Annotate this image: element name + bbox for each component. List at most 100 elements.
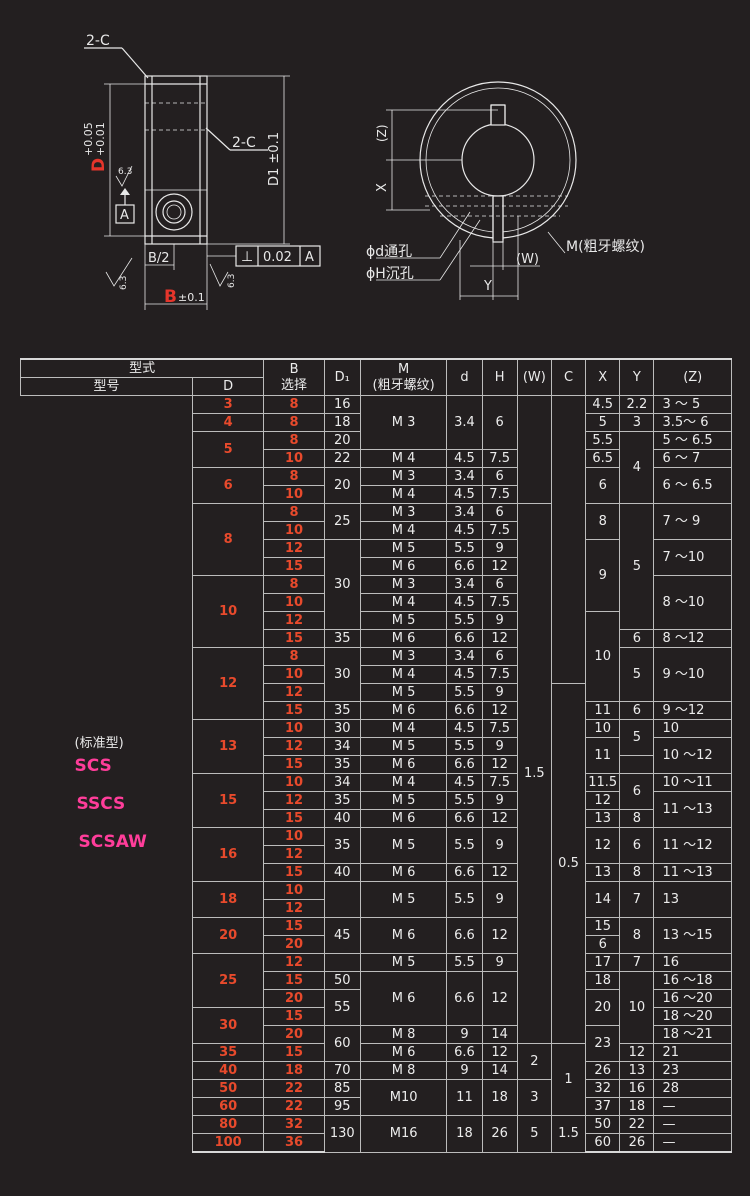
x-cell: 12 bbox=[585, 827, 621, 864]
z-cell: 7 ～10 bbox=[653, 539, 732, 576]
dim-b-half-label: B/2 bbox=[148, 251, 170, 266]
y-cell: 12 bbox=[619, 1043, 655, 1062]
b-cell: 8 bbox=[263, 503, 325, 522]
y-cell: 6 bbox=[619, 701, 655, 720]
d-cell: 25 bbox=[191, 953, 265, 1008]
small-d-cell: 5.5 bbox=[446, 737, 483, 756]
b-cell: 12 bbox=[263, 791, 325, 810]
d-cell: 3 bbox=[191, 395, 265, 414]
w-cell: 3 bbox=[516, 1079, 552, 1116]
small-d-cell: 5.5 bbox=[446, 791, 483, 810]
through-hole-label: ϕd通孔 bbox=[366, 244, 412, 260]
h-cell: 14 bbox=[481, 1025, 518, 1044]
d1-cell: 34 bbox=[323, 773, 361, 792]
d-cell: 16 bbox=[191, 827, 265, 882]
d-cell: 50 bbox=[191, 1079, 265, 1098]
z-cell: — bbox=[653, 1115, 732, 1134]
h-cell: 9 bbox=[481, 683, 518, 702]
b-cell: 10 bbox=[263, 827, 325, 846]
m-cell: M 3 bbox=[359, 647, 448, 666]
dim-w-label: (W) bbox=[516, 252, 539, 267]
small-d-cell: 5.5 bbox=[446, 881, 483, 918]
d-cell: 60 bbox=[191, 1097, 265, 1116]
b-cell: 8 bbox=[263, 395, 325, 414]
h-cell: 9 bbox=[481, 953, 518, 972]
m-cell: M 8 bbox=[359, 1061, 448, 1080]
m-cell: M 3 bbox=[359, 575, 448, 594]
dim-d-label: D bbox=[89, 158, 109, 172]
w-cell: 2 bbox=[516, 1043, 552, 1080]
m-cell: M 5 bbox=[359, 737, 448, 756]
h-cell: 9 bbox=[481, 791, 518, 810]
w-cell bbox=[516, 395, 552, 504]
x-cell: 5 bbox=[585, 413, 621, 432]
h-cell: 6 bbox=[481, 467, 518, 486]
c-cell bbox=[550, 395, 587, 684]
h-cell: 9 bbox=[481, 827, 518, 864]
m-cell: M 6 bbox=[359, 917, 448, 954]
y-cell: 6 bbox=[619, 827, 655, 864]
standard-type-label: (标准型) bbox=[74, 736, 124, 751]
header-small_d: d bbox=[446, 358, 483, 396]
dim-b-label: B bbox=[164, 287, 177, 307]
b-cell: 12 bbox=[263, 683, 325, 702]
z-cell: 21 bbox=[653, 1043, 732, 1062]
header-m: M(粗牙螺纹) bbox=[359, 358, 448, 396]
b-cell: 15 bbox=[263, 1043, 325, 1062]
small-d-cell: 4.5 bbox=[446, 593, 483, 612]
h-cell: 12 bbox=[481, 755, 518, 774]
y-cell: 4 bbox=[619, 431, 655, 504]
b-cell: 10 bbox=[263, 593, 325, 612]
z-cell: 16 ～20 bbox=[653, 989, 732, 1008]
z-cell: 11 ～12 bbox=[653, 827, 732, 864]
c-cell: 1.5 bbox=[550, 1115, 587, 1153]
b-cell: 10 bbox=[263, 719, 325, 738]
x-cell: 6 bbox=[585, 935, 621, 954]
m-cell: M 5 bbox=[359, 827, 448, 864]
x-cell: 11 bbox=[585, 701, 621, 720]
d1-cell: 70 bbox=[323, 1061, 361, 1080]
b-cell: 20 bbox=[263, 989, 325, 1008]
m-cell: M10 bbox=[359, 1079, 448, 1116]
m-cell: M 4 bbox=[359, 485, 448, 504]
header-z: (Z) bbox=[653, 358, 732, 396]
z-cell: 8 ～12 bbox=[653, 629, 732, 648]
m-cell: M 4 bbox=[359, 449, 448, 468]
b-cell: 10 bbox=[263, 485, 325, 504]
chamfer-side-label: 2-C bbox=[232, 135, 256, 151]
z-cell: 28 bbox=[653, 1079, 732, 1098]
dim-z-label: (Z) bbox=[375, 124, 389, 142]
z-cell: 11 ～13 bbox=[653, 863, 732, 882]
b-cell: 10 bbox=[263, 449, 325, 468]
y-cell: 6 bbox=[619, 773, 655, 810]
m-cell: M 8 bbox=[359, 1025, 448, 1044]
d-cell: 12 bbox=[191, 647, 265, 720]
b-cell: 8 bbox=[263, 413, 325, 432]
z-cell: 13 ～15 bbox=[653, 917, 732, 954]
h-cell: 7.5 bbox=[481, 665, 518, 684]
b-cell: 15 bbox=[263, 1007, 325, 1026]
x-cell: 8 bbox=[585, 503, 621, 540]
x-cell: 13 bbox=[585, 863, 621, 882]
d1-cell: 35 bbox=[323, 827, 361, 864]
header-y: Y bbox=[619, 358, 655, 396]
b-cell: 15 bbox=[263, 971, 325, 990]
small-d-cell: 6.6 bbox=[446, 863, 483, 882]
m-cell: M 3 bbox=[359, 467, 448, 486]
model-scsaw: SCSAW bbox=[78, 832, 147, 852]
h-cell: 6 bbox=[481, 647, 518, 666]
w-cell: 5 bbox=[516, 1115, 552, 1153]
w-cell: 1.5 bbox=[516, 503, 552, 1044]
technical-drawing: 2-C 2-C D +0.05 +0.01 6.3 A D1 ±0.1 B/2 … bbox=[82, 33, 645, 310]
m-cell: M 3 bbox=[359, 503, 448, 522]
h-cell: 12 bbox=[481, 629, 518, 648]
